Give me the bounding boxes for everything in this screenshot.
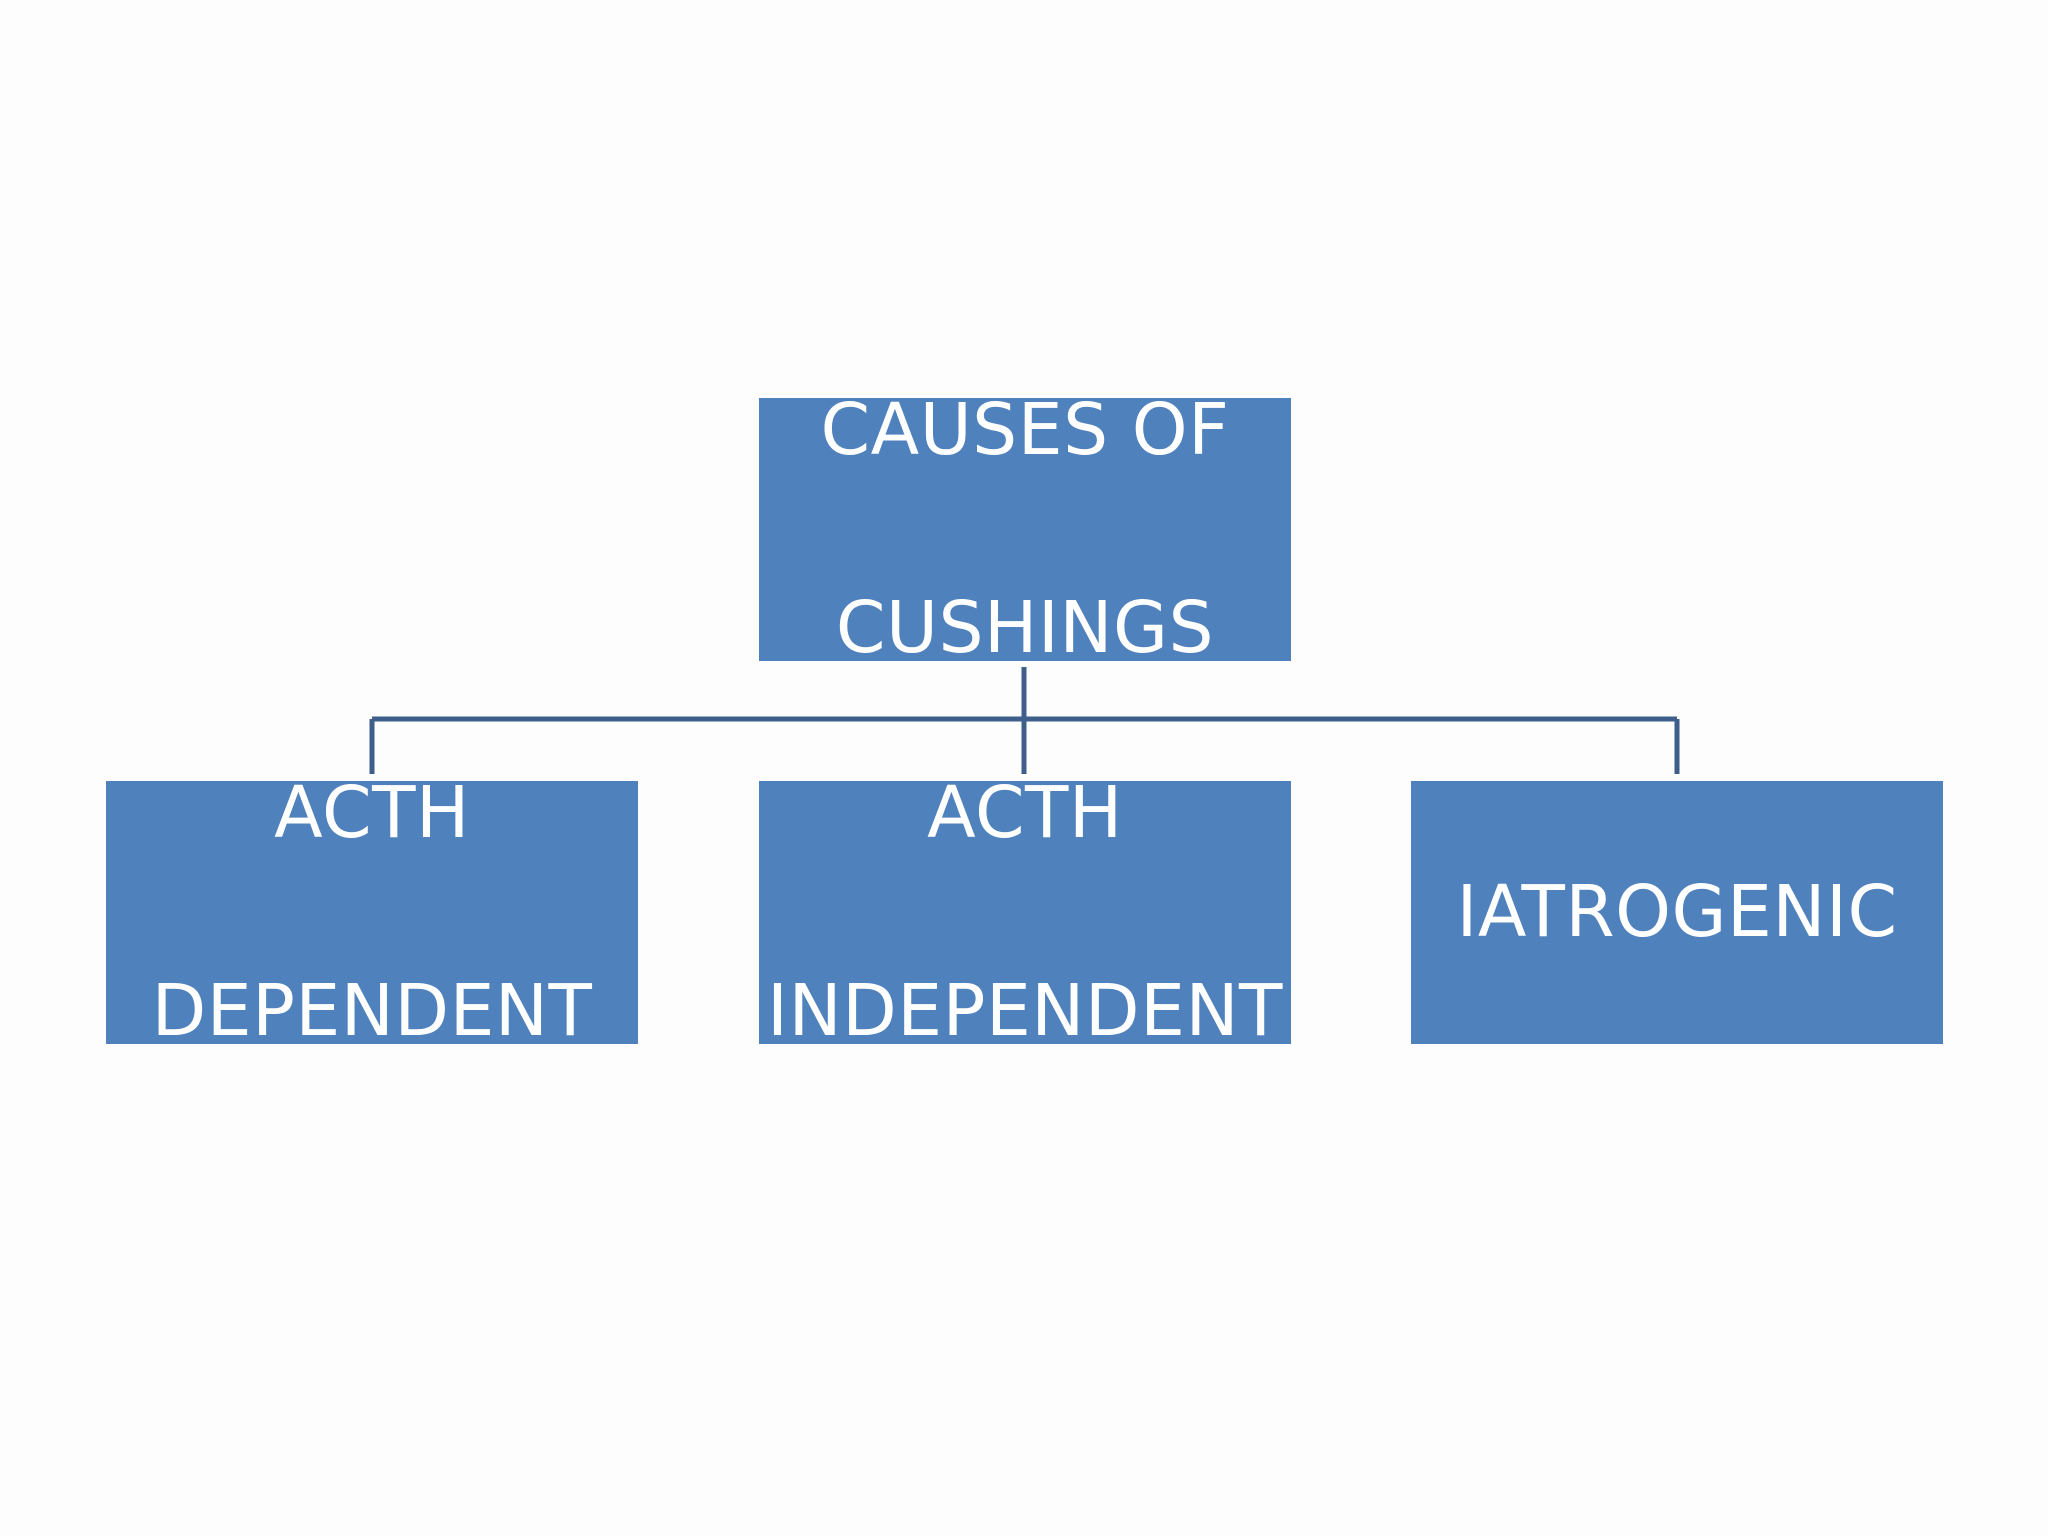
root-node-causes-of-cushings: CAUSES OF CUSHINGS	[759, 388, 1291, 669]
root-node-line-2: CUSHINGS	[835, 585, 1215, 669]
child-node-2-line-1: ACTH	[927, 771, 1123, 855]
child-node-2-line-2: INDEPENDENT	[767, 968, 1283, 1052]
child-node-1-line-2: DEPENDENT	[151, 968, 593, 1052]
child-node-1-line-1: ACTH	[274, 771, 470, 855]
child-node-iatrogenic: IATROGENIC	[1411, 781, 1943, 1044]
child-node-acth-dependent: ACTH DEPENDENT	[106, 771, 638, 1052]
child-node-acth-independent: ACTH INDEPENDENT	[759, 771, 1291, 1052]
root-node-line-1: CAUSES OF	[820, 388, 1230, 472]
child-node-3-line-1: IATROGENIC	[1456, 870, 1898, 954]
